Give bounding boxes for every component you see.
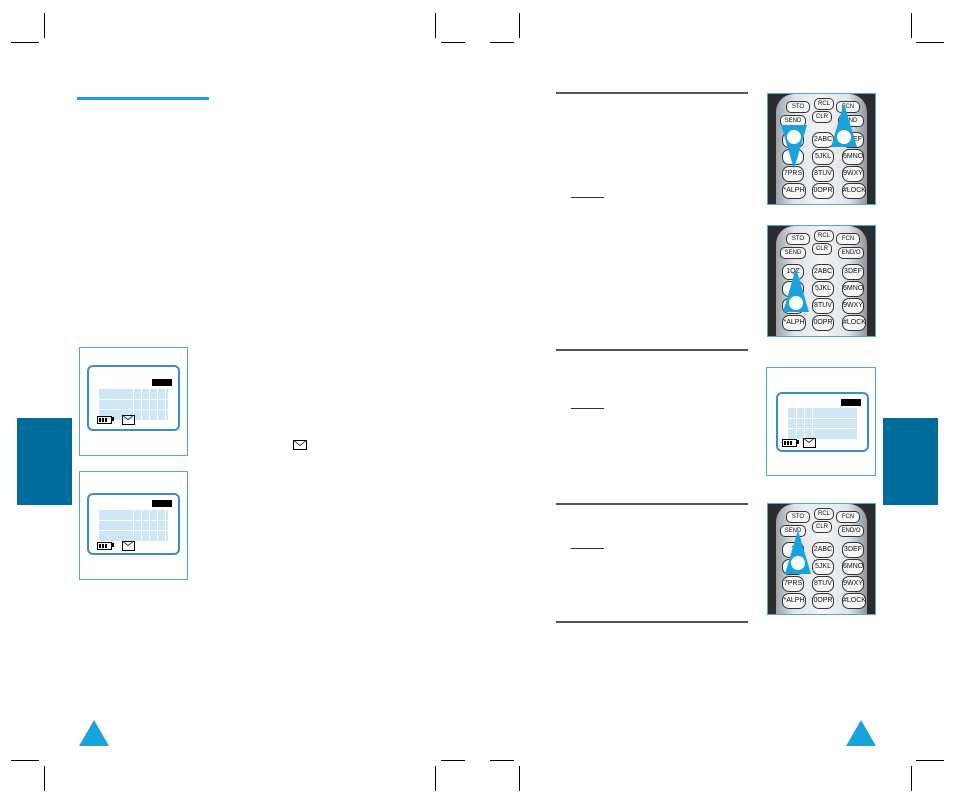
chapter-tab: [883, 418, 938, 505]
rcl-key: RCL: [814, 508, 834, 520]
send-key: SEND: [780, 247, 806, 259]
key-7: 7PRS: [782, 576, 804, 592]
crop-mark: [519, 13, 520, 38]
note-underline: [571, 408, 604, 409]
fcn-key: FCN: [836, 233, 860, 245]
crop-mark: [519, 766, 520, 791]
clr-key: CLR: [812, 243, 832, 255]
key-2: 2ABC: [812, 542, 834, 558]
section-rule: [556, 349, 748, 351]
highlight-dot: [791, 556, 805, 570]
highlight-dot: [789, 296, 803, 310]
clr-key: CLR: [812, 111, 832, 123]
crop-mark: [441, 760, 465, 761]
key-6: 6MNO: [842, 281, 864, 297]
key-6: 6MNO: [842, 559, 864, 575]
key-star: *ALPH: [782, 593, 806, 609]
crop-mark: [441, 42, 465, 43]
battery-icon: [782, 439, 797, 447]
status-block: [152, 500, 172, 507]
lcd-screen-2: [79, 471, 188, 580]
key-hash: #LOCK: [842, 315, 866, 331]
battery-icon: [97, 416, 112, 424]
crop-mark: [435, 766, 436, 791]
crop-mark: [916, 42, 944, 43]
envelope-icon: [122, 415, 135, 425]
key-hash: #LOCK: [842, 593, 866, 609]
note-underline: [571, 197, 604, 198]
crop-mark: [911, 13, 912, 38]
lcd-display: [87, 493, 180, 555]
highlight-dot: [787, 130, 801, 144]
note-underline: [571, 548, 604, 549]
envelope-icon: [293, 440, 307, 450]
sto-key: STO: [786, 511, 810, 523]
crop-mark: [44, 766, 45, 791]
crop-mark: [11, 760, 39, 761]
key-6: 6MNO: [842, 149, 864, 165]
crop-mark: [916, 760, 944, 761]
crop-mark: [911, 766, 912, 791]
key-5: 5JKL: [812, 281, 834, 297]
rcl-key: RCL: [814, 230, 834, 242]
status-block: [152, 379, 172, 386]
lcd-screen-3: [766, 367, 876, 476]
key-star: *ALPH: [782, 183, 806, 199]
lcd-screen-1: [79, 347, 188, 456]
section-rule: [556, 621, 748, 623]
battery-icon-tip: [112, 543, 114, 547]
page-marker-triangle: [79, 720, 109, 746]
section-heading-rule: [77, 97, 209, 100]
envelope-icon: [122, 541, 135, 551]
envelope-icon: [803, 438, 816, 448]
chapter-tab: [17, 418, 72, 505]
page-marker-triangle: [846, 720, 876, 746]
lcd-display: [776, 392, 869, 452]
sto-key: STO: [786, 101, 810, 113]
crop-mark: [44, 13, 45, 38]
fcn-key: FCN: [836, 511, 860, 523]
lcd-display: [87, 365, 180, 431]
status-block: [841, 399, 861, 406]
key-5: 5JKL: [812, 559, 834, 575]
end-key: END/O: [838, 525, 864, 537]
highlight-dot: [837, 130, 851, 144]
crop-mark: [490, 760, 514, 761]
key-0: 0OPR: [812, 315, 834, 331]
section-rule: [556, 503, 748, 505]
key-9: 9WXY: [842, 576, 864, 592]
key-5: 5JKL: [812, 149, 834, 165]
text-grid: [99, 510, 168, 541]
key-3: 3DEF: [842, 264, 864, 280]
crop-mark: [11, 42, 39, 43]
keypad-photo-3: STO RCL FCN SEND CLR END/O 1 2ABC 3DEF 4…: [767, 503, 876, 615]
key-star: *ALPH: [782, 315, 806, 331]
key-8: 8TUV: [812, 166, 834, 182]
battery-icon-tip: [797, 440, 799, 444]
key-8: 8TUV: [812, 298, 834, 314]
key-8: 8TUV: [812, 576, 834, 592]
section-rule: [556, 92, 748, 94]
key-0: 0OPR: [812, 593, 834, 609]
keypad-photo-1: STO RCL FCN SEND CLR END 1 2ABC 3DEF 4 5…: [767, 93, 876, 205]
key-9: 9WXY: [842, 298, 864, 314]
text-grid: [99, 389, 168, 420]
battery-icon-tip: [112, 417, 114, 421]
key-2: 2ABC: [812, 264, 834, 280]
end-key: END/O: [838, 247, 864, 259]
key-hash: #LOCK: [842, 183, 866, 199]
crop-mark: [490, 42, 514, 43]
clr-key: CLR: [812, 521, 832, 533]
key-3: 3DEF: [842, 542, 864, 558]
sto-key: STO: [786, 233, 810, 245]
keypad-photo-2: STO RCL FCN SEND CLR END/O 1QZ 2ABC 3DEF…: [767, 225, 876, 337]
key-0: 0OPR: [812, 183, 834, 199]
crop-mark: [435, 13, 436, 38]
key-9: 9WXY: [842, 166, 864, 182]
key-2: 2ABC: [812, 132, 834, 148]
text-grid: [788, 408, 857, 439]
battery-icon: [97, 542, 112, 550]
